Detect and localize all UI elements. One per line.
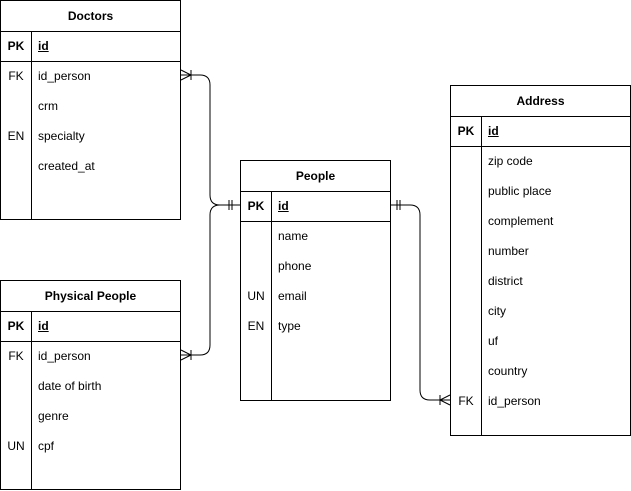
key-label: FK	[8, 349, 24, 363]
key-label: PK	[7, 319, 25, 333]
field-name: uf	[488, 334, 499, 348]
pk-row[interactable]: PK id	[1, 311, 180, 342]
key-label: PK	[7, 39, 25, 53]
field-row[interactable]: public place	[451, 176, 630, 206]
field-name: id	[278, 199, 289, 213]
entity-title: Doctors	[1, 1, 180, 32]
pk-row[interactable]: PK id	[1, 31, 180, 62]
key-label: EN	[247, 319, 265, 333]
field-name: complement	[488, 214, 554, 228]
field-row[interactable]: number	[451, 236, 630, 266]
field-row[interactable]: phone	[241, 251, 390, 281]
field-row[interactable]: district	[451, 266, 630, 296]
key-label: UN	[7, 439, 25, 453]
key-column-divider	[31, 31, 32, 219]
field-name: city	[488, 304, 506, 318]
field-name: public place	[488, 184, 552, 198]
field-row[interactable]: created_at	[1, 151, 180, 181]
field-row[interactable]: uf	[451, 326, 630, 356]
key-label: UN	[247, 289, 265, 303]
field-row[interactable]: complement	[451, 206, 630, 236]
key-label: PK	[247, 199, 265, 213]
field-name: date of birth	[38, 379, 102, 393]
field-name: phone	[278, 259, 312, 273]
entity-title: People	[241, 161, 390, 192]
field-name: id_person	[38, 69, 91, 83]
relationship-physical-people-people[interactable]	[180, 204, 221, 361]
field-name: district	[488, 274, 523, 288]
field-name: cpf	[38, 439, 55, 453]
field-row[interactable]: FK id_person	[451, 386, 630, 416]
field-name: country	[488, 364, 528, 378]
field-name: genre	[38, 409, 69, 423]
field-row[interactable]: date of birth	[1, 371, 180, 401]
entity-title: Physical People	[1, 281, 180, 312]
field-name: id_person	[38, 349, 91, 363]
key-label: EN	[7, 129, 25, 143]
field-name: specialty	[38, 129, 85, 143]
entity-doctors[interactable]: Doctors PK id FK id_person crm EN specia…	[0, 0, 181, 220]
field-name: email	[278, 289, 307, 303]
entity-physical-people[interactable]: Physical People PK id FK id_person date …	[0, 280, 181, 490]
field-name: created_at	[38, 159, 95, 173]
field-name: name	[278, 229, 309, 243]
field-row[interactable]: crm	[1, 91, 180, 121]
field-name: zip code	[488, 154, 533, 168]
field-row[interactable]: city	[451, 296, 630, 326]
key-column-divider	[271, 191, 272, 400]
entity-address[interactable]: Address PK id zip code public place comp…	[450, 85, 631, 436]
field-row[interactable]: FK id_person	[1, 61, 180, 91]
field-name: id_person	[488, 394, 541, 408]
key-column-divider	[481, 116, 482, 435]
field-row[interactable]: country	[451, 356, 630, 386]
key-label: PK	[457, 124, 475, 138]
key-label: FK	[8, 69, 24, 83]
field-row[interactable]: genre	[1, 401, 180, 431]
field-name: number	[488, 244, 529, 258]
key-column-divider	[31, 311, 32, 489]
pk-row[interactable]: PK id	[451, 116, 630, 147]
relationship-doctors-people[interactable]	[180, 69, 240, 210]
field-row[interactable]: zip code	[451, 146, 630, 176]
entity-title: Address	[451, 86, 630, 117]
field-name: type	[278, 319, 301, 333]
field-name: id	[38, 319, 49, 333]
field-row[interactable]: UN cpf	[1, 431, 180, 461]
field-name: id	[488, 124, 499, 138]
pk-row[interactable]: PK id	[241, 191, 390, 222]
relationship-people-address[interactable]	[391, 200, 451, 406]
field-row[interactable]: name	[241, 221, 390, 251]
field-row[interactable]: FK id_person	[1, 341, 180, 371]
key-label: FK	[458, 394, 474, 408]
field-row[interactable]: UN email	[241, 281, 390, 311]
field-name: id	[38, 39, 49, 53]
field-name: crm	[38, 99, 58, 113]
entity-people[interactable]: People PK id name phone UN email EN type	[240, 160, 391, 401]
field-row[interactable]: EN type	[241, 311, 390, 341]
field-row[interactable]: EN specialty	[1, 121, 180, 151]
